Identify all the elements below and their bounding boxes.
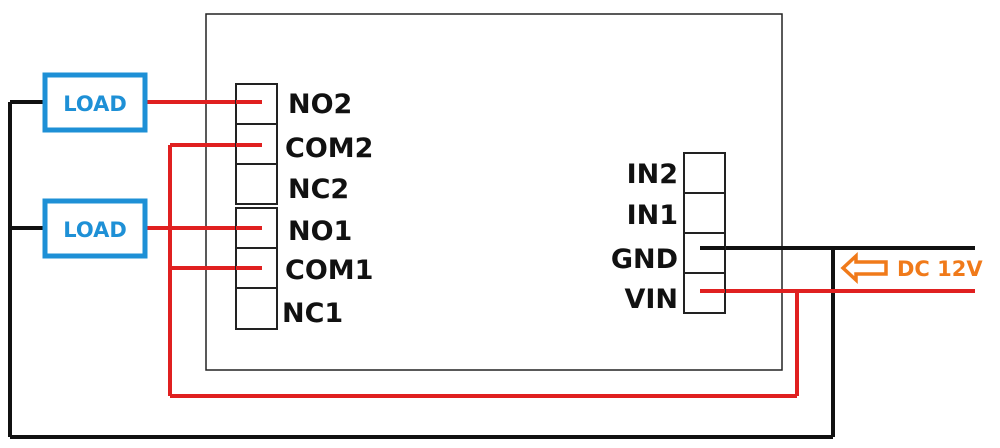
- load-box-1: LOAD: [42, 198, 148, 259]
- label-com2: COM2: [285, 133, 373, 164]
- terminal-wire-ends: [236, 100, 262, 270]
- label-in2: IN2: [627, 159, 678, 190]
- label-gnd: GND: [611, 244, 678, 275]
- label-no1: NO1: [288, 216, 352, 247]
- label-nc2: NC2: [288, 174, 349, 205]
- terminal-in2: [683, 152, 726, 194]
- power-input: DC 12V: [840, 252, 983, 284]
- label-no2: NO2: [288, 89, 352, 120]
- black-wires: [8, 100, 975, 439]
- load-1-label: LOAD: [63, 218, 127, 242]
- label-in1: IN1: [627, 200, 678, 231]
- load-box-2: LOAD: [42, 72, 148, 133]
- relay-module-board: [205, 13, 783, 371]
- terminal-nc1: [235, 287, 278, 330]
- label-vin: VIN: [624, 284, 678, 315]
- terminal-in1: [683, 192, 726, 234]
- label-com1: COM1: [285, 255, 373, 286]
- power-label: DC 12V: [897, 257, 983, 281]
- relay-terminal-block: [235, 83, 278, 330]
- left-arrow-icon: [840, 252, 888, 284]
- terminal-gnd: [683, 232, 726, 274]
- load-2-label: LOAD: [63, 92, 127, 116]
- terminal-nc2: [235, 163, 278, 205]
- label-nc1: NC1: [282, 298, 343, 329]
